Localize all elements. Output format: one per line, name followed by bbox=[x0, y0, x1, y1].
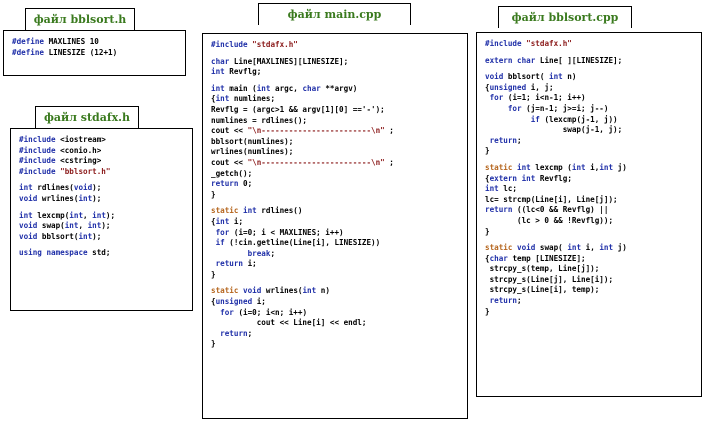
code-line: if (!cin.getline(Line[i], LINESIZE)) bbox=[215, 238, 381, 248]
tab-bblsort-h: файл bblsort.h bbox=[25, 8, 135, 30]
code-line: char Line[MAXLINES][LINESIZE]; bbox=[211, 56, 349, 66]
tab-main-cpp: файл main.cpp bbox=[258, 3, 411, 25]
code-bblsort-cpp: #include "stdafx.h" extern char Line[ ][L… bbox=[485, 39, 697, 317]
code-line: if (lexcmp(j-1, j)) bbox=[530, 114, 618, 124]
code-line: } bbox=[211, 269, 216, 279]
code-line: lc= strcmp(Line[i], Line[j]); bbox=[485, 194, 618, 204]
code-line: (lc > 0 && !Revflg)); bbox=[485, 215, 614, 225]
code-line: Revflg = (argc>1 && argv[1][0] =='-'); bbox=[211, 104, 385, 114]
panel-stdafx-h: #include <iostream>#include <conio.h>#in… bbox=[10, 128, 193, 311]
code-line: cout << Line[i] << endl; bbox=[211, 318, 367, 328]
code-line: return 0; bbox=[211, 179, 253, 189]
code-line: #include "stdafx.h" bbox=[485, 39, 572, 48]
file-title-main-cpp: файл main.cpp bbox=[287, 8, 382, 21]
code-line: void bblsort(int); bbox=[19, 231, 102, 241]
code-line: return; bbox=[220, 328, 253, 338]
file-title-bblsort-cpp: файл bblsort.cpp bbox=[511, 11, 619, 24]
code-line: bblsort(numlines); bbox=[211, 136, 294, 146]
code-line: strcpy_s(Line[i], temp); bbox=[485, 285, 600, 295]
code-line: return; bbox=[489, 135, 522, 145]
code-line: void bblsort( int n) bbox=[485, 72, 577, 82]
file-title-stdafx-h: файл stdafx.h bbox=[43, 111, 130, 124]
code-line: cout << "\n------------------------\n" ; bbox=[211, 126, 394, 136]
code-line: #define MAXLINES 10 bbox=[12, 37, 99, 46]
code-line: strcpy_s(temp, Line[j]); bbox=[485, 264, 600, 274]
code-line: {int numlines; bbox=[211, 94, 276, 104]
code-line: int main (int argc, char **argv) bbox=[211, 83, 358, 93]
code-stdafx-h: #include <iostream>#include <conio.h>#in… bbox=[19, 135, 188, 259]
code-line: static int lexcmp (int i,int j) bbox=[485, 162, 627, 172]
code-line: numlines = rdlines(); bbox=[211, 115, 308, 125]
code-line: for (i=1; i<n-1; i++) bbox=[489, 93, 586, 103]
code-bblsort-h: #define MAXLINES 10#define LINESIZE (12+… bbox=[12, 37, 181, 58]
code-line: {extern int Revflg; bbox=[485, 173, 572, 183]
code-line: int lc; bbox=[485, 184, 518, 194]
code-line: #include <conio.h> bbox=[19, 145, 102, 155]
panel-main-cpp: #include "stdafx.h" char Line[MAXLINES][L… bbox=[202, 33, 468, 419]
code-line: return i; bbox=[215, 259, 257, 269]
code-line: strcpy_s(Line[j], Line[i]); bbox=[485, 274, 614, 284]
code-line: static void wrlines(int n) bbox=[211, 286, 330, 296]
panel-bblsort-cpp: #include "stdafx.h" extern char Line[ ][L… bbox=[476, 32, 702, 397]
panel-bblsort-h: #define MAXLINES 10#define LINESIZE (12+… bbox=[3, 30, 186, 76]
tab-bblsort-cpp: файл bblsort.cpp bbox=[498, 6, 632, 28]
file-title-bblsort-h: файл bblsort.h bbox=[33, 13, 127, 26]
code-line: #include <iostream> bbox=[19, 135, 106, 144]
code-line: break; bbox=[247, 248, 276, 258]
code-line: {unsigned i, j; bbox=[485, 82, 554, 92]
code-line: return; bbox=[489, 296, 522, 306]
code-line: for (j=n-1; j>=i; j--) bbox=[507, 103, 609, 113]
code-line: } bbox=[211, 189, 216, 199]
code-line: int lexcmp(int, int); bbox=[19, 210, 116, 220]
code-line: } bbox=[211, 339, 216, 349]
code-line: } bbox=[485, 306, 490, 316]
code-line: {char temp [LINESIZE]; bbox=[485, 253, 586, 263]
code-line: void swap(int, int); bbox=[19, 221, 111, 231]
code-line: {unsigned i; bbox=[211, 297, 266, 307]
code-line: int Revflg; bbox=[211, 67, 262, 77]
code-line: return ((lc<0 && Revflg) || bbox=[485, 205, 609, 215]
code-line: for (i=0; i < MAXLINES; i++) bbox=[215, 227, 344, 237]
code-line: static int rdlines() bbox=[211, 206, 303, 216]
code-line: int rdlines(void); bbox=[19, 183, 102, 193]
code-line: #include "stdafx.h" bbox=[211, 40, 298, 49]
code-line: using namespace std; bbox=[19, 248, 111, 258]
code-line: static void swap( int i, int j) bbox=[485, 243, 627, 253]
code-line: extern char Line[ ][LINESIZE]; bbox=[485, 55, 623, 65]
code-line: {int i; bbox=[211, 216, 244, 226]
code-main-cpp: #include "stdafx.h" char Line[MAXLINES][L… bbox=[211, 40, 463, 350]
code-line: #define LINESIZE (12+1) bbox=[12, 47, 118, 57]
code-line: wrlines(numlines); bbox=[211, 147, 294, 157]
code-line: } bbox=[485, 226, 490, 236]
code-line: for (i=0; i<n; i++) bbox=[220, 307, 308, 317]
code-line: cout << "\n------------------------\n" ; bbox=[211, 157, 394, 167]
code-line: #include "bblsort.h" bbox=[19, 166, 111, 176]
code-line: _getch(); bbox=[211, 168, 253, 178]
code-line: swap(j-1, j); bbox=[485, 125, 623, 135]
code-line: void wrlines(int); bbox=[19, 193, 102, 203]
tab-stdafx-h: файл stdafx.h bbox=[35, 106, 139, 128]
code-line: #include <cstring> bbox=[19, 156, 102, 166]
code-line: } bbox=[485, 146, 490, 156]
